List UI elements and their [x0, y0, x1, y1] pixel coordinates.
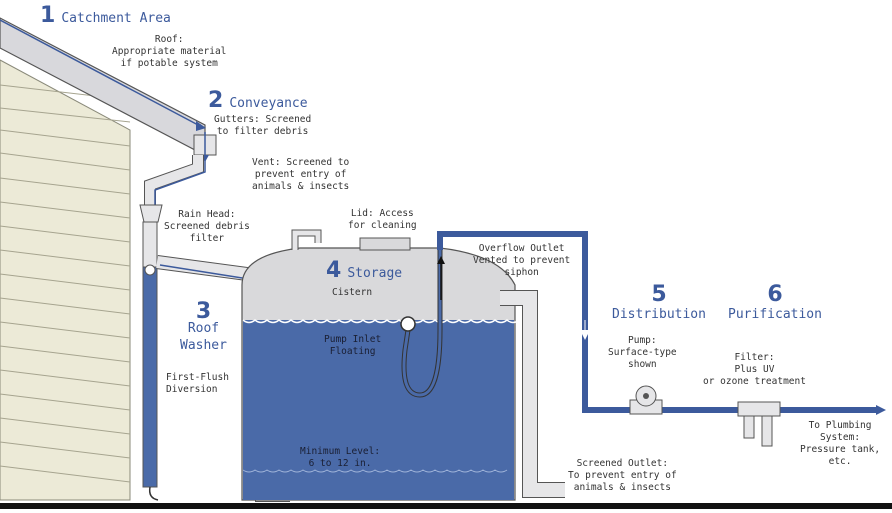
gutter [193, 132, 217, 162]
pump-inlet-label: Pump Inlet Floating [324, 334, 382, 357]
vent-label: Vent: Screened to prevent entry of anima… [252, 157, 350, 192]
downspout [144, 155, 206, 205]
minimum-level-label: Minimum Level: 6 to 12 in. [300, 446, 381, 469]
purification-number: 6 [767, 282, 783, 307]
bottom-border [0, 503, 892, 509]
pump-label: Pump: Surface-type shown [608, 335, 677, 370]
distribution-heading: 5 Distribution [600, 282, 718, 322]
pump-inlet [400, 250, 445, 398]
roof-washer-title-line2: Washer [180, 338, 227, 353]
storage-tank [241, 229, 520, 501]
conveyance-heading: 2 Conveyance [208, 88, 308, 113]
cistern-label: Cistern [332, 287, 373, 298]
catchment-heading: 1 Catchment Area [40, 3, 171, 28]
roof-washer-number: 3 [195, 299, 212, 324]
storage-title: Storage [347, 266, 403, 281]
catchment-number: 1 [40, 3, 56, 28]
plumbing-label: To Plumbing System: Pressure tank, etc. [800, 420, 881, 467]
gutters-label: Gutters: Screened to filter debris [214, 114, 312, 137]
rain-head-label: Rain Head: Screened debris filter [164, 209, 250, 244]
conveyance-number: 2 [208, 88, 224, 113]
house-siding [0, 59, 131, 501]
lid-label: Lid: Access for cleaning [348, 208, 417, 231]
pump [629, 385, 663, 415]
roof-label: Roof: Appropriate material if potable sy… [112, 34, 227, 69]
purification-heading: 6 Purification [715, 282, 835, 322]
storage-heading: 4 Storage [326, 258, 402, 283]
rain-head [139, 204, 163, 223]
filter [737, 401, 781, 447]
conveyance-title: Conveyance [229, 96, 308, 111]
roof-washer-title-line1: Roof [187, 321, 220, 336]
purification-title: Purification [728, 307, 822, 322]
distribution-pipe [437, 231, 886, 415]
roof-washer-heading: 3 Roof Washer [180, 299, 227, 354]
catchment-title: Catchment Area [61, 11, 171, 26]
overflow-outlet [500, 290, 565, 498]
filter-label: Filter: Plus UV or ozone treatment [703, 352, 806, 387]
screened-outlet-label: Screened Outlet: To prevent entry of ani… [568, 458, 677, 493]
distribution-title: Distribution [612, 307, 706, 322]
overflow-outlet-label: Overflow Outlet Vented to prevent siphon [473, 243, 571, 278]
storage-number: 4 [326, 258, 342, 283]
distribution-number: 5 [651, 282, 667, 307]
first-flush-label: First-Flush Diversion [166, 372, 229, 395]
first-flush-pipe [142, 221, 159, 501]
